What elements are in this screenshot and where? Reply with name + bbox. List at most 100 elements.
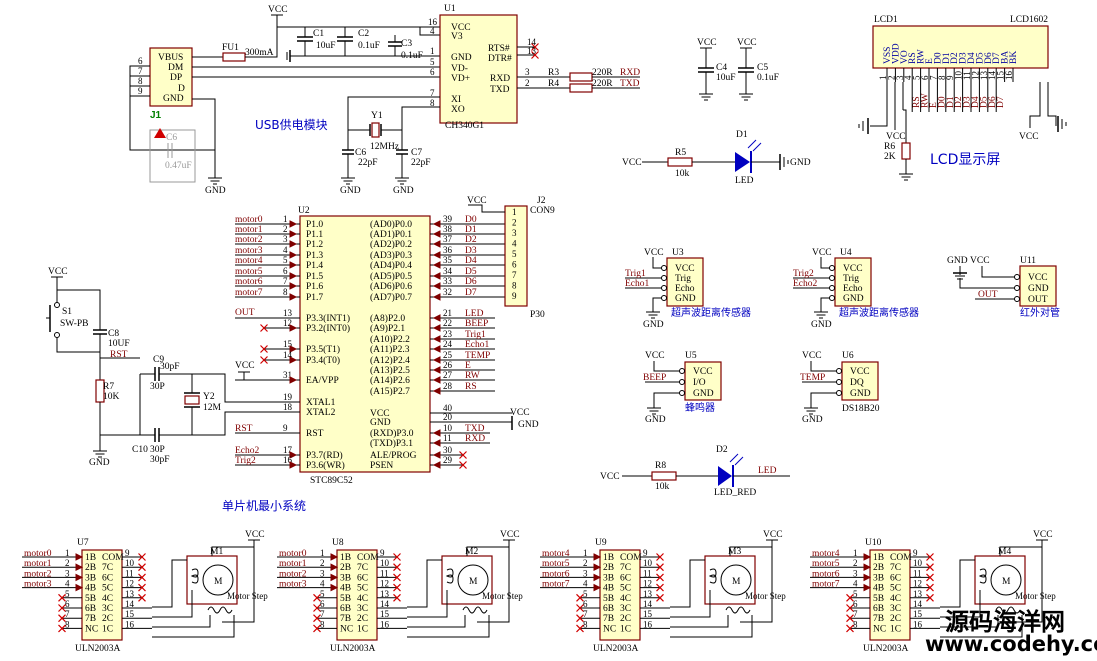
coil-left (445, 568, 454, 584)
driver-right-num: 13 (125, 589, 135, 599)
c3-ref: C3 (401, 39, 412, 49)
r8-ref: R8 (655, 461, 666, 471)
lcd-pin-num: 5 (912, 75, 922, 80)
d1-vcc: VCC (622, 158, 642, 168)
wire (670, 615, 729, 628)
mcu-right-pin: (AD2)P0.2 (370, 239, 412, 250)
c3-value: 0.1uF (401, 51, 423, 61)
lcd-pin-name: RS (908, 52, 918, 64)
j1-ref: J1 (150, 110, 162, 121)
io-arrow (289, 282, 298, 290)
j2-ref: J2 (537, 196, 546, 206)
u11-net-out: OUT (978, 290, 998, 300)
mcu-net-right: D1 (465, 225, 477, 235)
c10-value: 30pF (150, 455, 170, 465)
io-arrow (432, 220, 441, 228)
s1-ref: S1 (62, 307, 72, 317)
driver-net: motor1 (24, 559, 52, 569)
u11-pin: GND (1028, 284, 1049, 294)
driver-right-num: 12 (125, 579, 134, 589)
driver-left-num: 7 (65, 609, 70, 619)
coil-left (190, 568, 199, 584)
lcd-pin-num: 16 (1004, 71, 1014, 81)
lcd-pin-name: BK (1009, 51, 1019, 64)
lcd-pin-num: 15 (996, 71, 1006, 81)
lcd-net-label: E (929, 102, 939, 108)
pin-dot (679, 379, 685, 385)
driver-right-pin: 4C (890, 594, 901, 604)
mcu-net-right: RW (465, 371, 480, 381)
coil-bottom (462, 606, 488, 614)
c6-box (149, 129, 196, 183)
driver-left-pin: 7B (603, 614, 614, 624)
coil-bottom (725, 606, 751, 614)
c6b-ref: C6 (166, 133, 177, 143)
sensor-pin: GND (843, 294, 864, 304)
u1-num-3: 3 (525, 67, 530, 77)
pin-dot (661, 285, 667, 291)
lcd-pin-name: VSS (883, 47, 893, 64)
driver-left-num: 2 (853, 558, 858, 568)
mcu-gnd-right: GND (518, 420, 539, 430)
wire (652, 257, 661, 269)
motor-ref: M1 (210, 547, 223, 557)
sensor-ref: U5 (685, 351, 697, 361)
io-arrow (432, 429, 441, 437)
mcu-net-right: RXD (465, 434, 485, 444)
sensor-ref: U4 (840, 248, 852, 258)
mcu-right-num: 29 (443, 455, 453, 465)
driver-left-pin: 5B (873, 594, 884, 604)
mcu-right-num: 38 (443, 224, 453, 234)
wire (407, 615, 490, 638)
module-pin: DQ (850, 378, 864, 388)
driver-left-pin: 3B (873, 573, 884, 583)
pin-dot (829, 295, 835, 301)
led-d1-icon (735, 152, 750, 172)
mcu-left-pin: EA/VPP (306, 376, 339, 386)
usb-vcc-label: VCC (268, 5, 288, 15)
mcu-section: U2 STC89C52 P1.01motor0P1.12motor1P1.23m… (46, 196, 555, 513)
driver-left-pin: 4B (603, 584, 614, 594)
j2-pin-num: 9 (512, 291, 517, 301)
driver-right-num: 12 (380, 579, 389, 589)
u1-num-1: 1 (430, 46, 435, 56)
io-arrow (330, 563, 339, 572)
coil-bottom (995, 606, 1021, 614)
io-arrow (289, 345, 298, 353)
mcu-right-num: 20 (443, 412, 453, 422)
sensor-pin: Trig (675, 274, 691, 284)
driver-left-num: 1 (583, 548, 588, 558)
driver-left-pin: 2B (603, 563, 614, 573)
rst-net-left: RST (110, 350, 128, 360)
j1-num-7: 7 (138, 66, 143, 76)
mcu-left-num: 18 (283, 402, 293, 412)
driver-left-pin: 7B (873, 614, 884, 624)
wire (152, 615, 211, 628)
j2-pin-num: 8 (512, 281, 517, 291)
lcd-pin-name: E (925, 58, 935, 64)
mcu-right-pin: (AD1)P0.1 (370, 229, 412, 240)
io-arrow (432, 461, 441, 469)
y2-ref: Y2 (203, 392, 215, 402)
driver-left-num: 5 (65, 589, 70, 599)
driver-part: ULN2003A (330, 644, 376, 654)
usb-gnd-label: GND (205, 186, 226, 196)
module-caption: DS18B20 (842, 404, 880, 414)
lcd-pin-num: 11 (962, 71, 972, 80)
j1-pin-dm: DM (168, 63, 184, 73)
pin-dot (829, 285, 835, 291)
driver-right-num: 15 (125, 609, 135, 619)
driver-right-num: 15 (380, 609, 390, 619)
driver-left-num: 8 (65, 619, 70, 629)
driver-right-num: 12 (643, 579, 652, 589)
driver-right-pin: 4C (357, 594, 368, 604)
driver-left-pin: NC (85, 624, 98, 634)
lcd-pin-name: D5 (975, 52, 985, 64)
driver-right-num: 14 (643, 599, 653, 609)
mcu-left-num: 2 (283, 224, 288, 234)
j2-vcc-label: VCC (467, 196, 487, 206)
sensor-ref: U6 (842, 351, 854, 361)
driver-left-num: 2 (320, 558, 325, 568)
j2-pin-num: 7 (512, 270, 517, 280)
